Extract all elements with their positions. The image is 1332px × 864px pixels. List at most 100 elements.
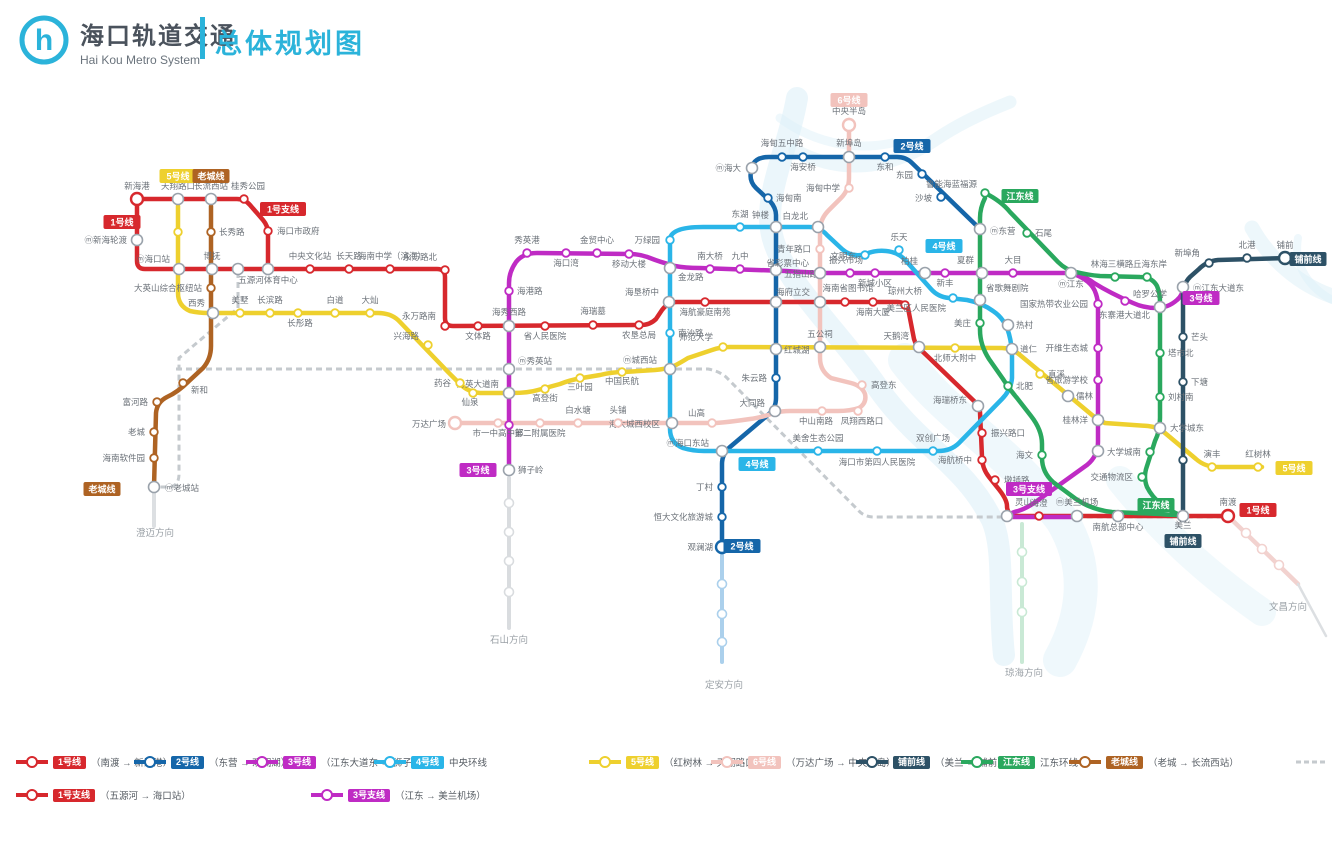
station <box>700 297 710 307</box>
station-label: 芒头 <box>1191 332 1209 342</box>
station-label: ⓜ江东 <box>1058 279 1084 289</box>
station <box>173 227 183 237</box>
station-label: 直溪 <box>1048 369 1066 379</box>
station <box>977 455 987 465</box>
station <box>239 194 249 204</box>
station <box>900 300 910 310</box>
station <box>980 188 990 198</box>
station <box>718 342 728 352</box>
station-interchange <box>1005 342 1019 356</box>
station-label: ⓜ江东大道东 <box>1193 283 1244 293</box>
station-label: 海文 <box>1016 450 1034 460</box>
station-future <box>1240 527 1252 539</box>
line-badge <box>723 539 761 553</box>
station-label: 省歌舞剧院 <box>986 283 1029 293</box>
station-label: 富河路 <box>122 397 148 407</box>
line-line1 <box>134 196 1231 519</box>
station <box>798 152 808 162</box>
station <box>1242 253 1252 263</box>
station-interchange <box>1153 300 1167 314</box>
station-future <box>503 526 515 538</box>
station-label: 长彤路 <box>287 318 313 328</box>
station-label: 丘海东岸 <box>1133 259 1168 269</box>
station-label: 海南大厦 <box>856 307 891 317</box>
legend-line-symbol <box>856 756 888 768</box>
line-badge-label: 2号线 <box>900 141 923 152</box>
line-badge <box>1239 503 1277 517</box>
station-label: 海瑞墓 <box>580 306 606 316</box>
station <box>857 380 867 390</box>
station-label: 东和 <box>876 162 893 172</box>
station-interchange <box>502 463 516 477</box>
station-label: 五指山路 <box>784 269 819 279</box>
station-label: 省彩票中心 <box>766 258 809 268</box>
station <box>1034 511 1044 521</box>
station-label: 新埠岛 <box>836 138 862 148</box>
station <box>1204 258 1214 268</box>
legend-line-symbol <box>374 756 406 768</box>
station-interchange <box>172 262 186 276</box>
station <box>263 226 273 236</box>
station-interchange <box>842 150 856 164</box>
station-label: 国家热带农业公园 <box>1020 299 1088 309</box>
station-label: 海甸南 <box>776 193 802 203</box>
line-extensions <box>152 476 1328 664</box>
line-badge <box>260 202 306 216</box>
line-badge-label: 4号线 <box>745 459 768 470</box>
station-label: 海瑞桥东 <box>933 395 967 405</box>
station-terminus <box>841 117 857 133</box>
station-interchange <box>1064 266 1078 280</box>
legend: 1号线（南渡 → 新海港）2号线（东营 → 观澜湖）3号线（江东大道东 → 狮子… <box>0 742 1332 832</box>
stations-puqian: 下塘芒头新埠角北港铺前 <box>1174 240 1294 465</box>
station <box>1178 377 1188 387</box>
line-badge-label: 5号线 <box>1282 463 1305 474</box>
station-label: 石尾 <box>1035 228 1053 238</box>
station-label: 海大城西校区 <box>609 419 661 429</box>
station-future <box>1273 559 1285 571</box>
station-label: 大灿 <box>361 295 378 305</box>
station-future <box>1256 543 1268 555</box>
station-interchange <box>1000 509 1014 523</box>
station <box>265 308 275 318</box>
legend-text: （南渡 → 新海港） <box>91 758 173 769</box>
station-label: 北肥 <box>1016 381 1034 391</box>
legend-text: （老城 → 长流西站） <box>1148 758 1239 769</box>
station-label: 省人民医院 <box>524 331 567 341</box>
station <box>573 418 583 428</box>
station-interchange <box>1091 413 1105 427</box>
station-label: 北港 <box>1238 240 1256 250</box>
station-label: 新海港 <box>124 181 150 191</box>
station-label: 长流西站 <box>194 181 229 191</box>
station-label: 夏群 <box>957 255 975 265</box>
station-label: 东湖 <box>731 209 748 219</box>
station-interchange <box>204 192 218 206</box>
station-interchange <box>769 220 783 234</box>
station-label: 仙泉 <box>461 397 479 407</box>
legend-line-symbol <box>16 756 48 768</box>
station-label: 白道 <box>326 295 344 305</box>
station-label: 中央半岛 <box>832 106 866 116</box>
station-label: 演丰 <box>1203 449 1221 459</box>
station <box>948 293 958 303</box>
station <box>522 248 532 258</box>
station-interchange <box>971 399 985 413</box>
station-label: 大同路 <box>739 398 765 408</box>
station-label: 哈罗公学 <box>1133 289 1168 299</box>
station <box>440 321 450 331</box>
station-label: 新丰 <box>936 278 954 288</box>
line-badge <box>192 169 230 183</box>
station-label: 海口市政府 <box>277 226 320 236</box>
line-badge-label: 1号支线 <box>267 204 299 215</box>
station-label: 海秀西路 <box>492 307 527 317</box>
station-label: 钟楼 <box>752 210 770 220</box>
station-label: 林海三横路 <box>1091 259 1134 269</box>
station <box>1253 462 1263 472</box>
station <box>473 321 483 331</box>
station-interchange <box>813 266 827 280</box>
station-label: 琼州大桥 <box>888 286 923 296</box>
line-badge <box>1289 252 1327 266</box>
station-interchange <box>1111 509 1125 523</box>
station <box>561 248 571 258</box>
station-future <box>1016 576 1028 588</box>
station-label: 永万路北 <box>403 252 438 262</box>
